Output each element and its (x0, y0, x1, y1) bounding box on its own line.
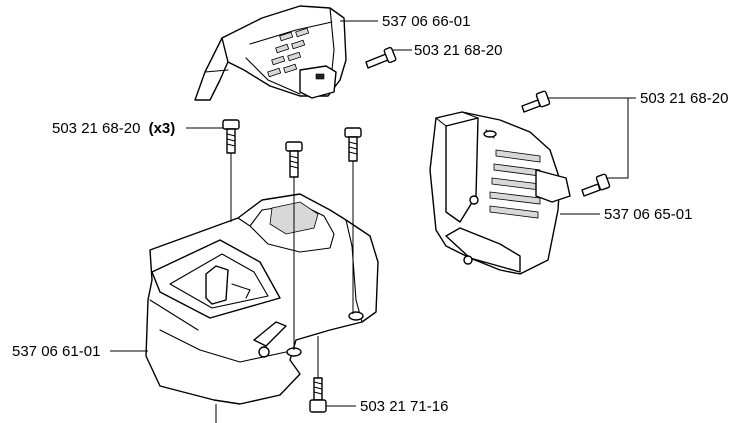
label-main-screws: 503 21 68-20 (x3) (52, 120, 175, 137)
top-cover-screw (365, 46, 397, 69)
right-screw-1 (521, 90, 551, 113)
right-cover-screws (521, 90, 611, 197)
label-right-cover: 537 06 65-01 (604, 206, 692, 223)
screw-1 (222, 119, 240, 154)
right-screw-2 (581, 173, 611, 197)
vent-slots (267, 27, 310, 78)
label-main-cover: 537 06 61-01 (12, 343, 100, 360)
part-labels: 537 06 66-01 503 21 68-20 503 21 68-20 (… (12, 13, 728, 415)
screw-3 (344, 127, 362, 162)
label-top-cover: 537 06 66-01 (382, 13, 470, 30)
label-main-screws-number: 503 21 68-20 (52, 120, 140, 137)
top-shield-cover (194, 5, 347, 101)
leader-lines (110, 20, 636, 423)
main-engine-cover (145, 193, 379, 405)
label-top-cover-screw: 503 21 68-20 (414, 42, 502, 59)
bottom-screw (309, 377, 327, 413)
right-side-cover (429, 111, 571, 275)
label-main-screws-qty: (x3) (149, 120, 176, 137)
label-bottom-screw: 503 21 71-16 (360, 398, 448, 415)
cooling-fins (489, 149, 541, 219)
label-right-screws: 503 21 68-20 (640, 90, 728, 107)
main-cover-screws (222, 119, 362, 178)
screw-2 (285, 141, 303, 178)
